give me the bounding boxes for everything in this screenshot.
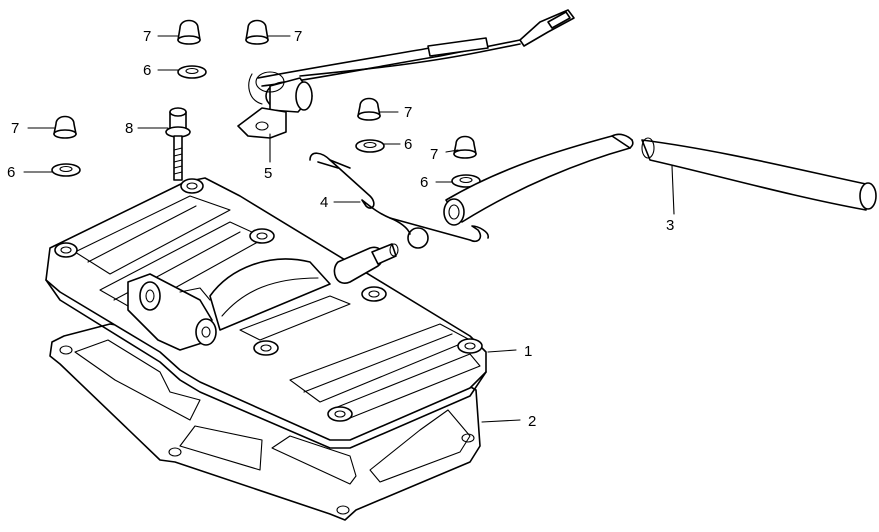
cap-nut-3 [53,115,77,139]
washer-1 [177,65,207,79]
callout-nut-5: 7 [430,146,438,163]
cap-nut-5 [453,135,477,159]
callout-labels: 7 7 6 7 8 6 5 7 6 7 6 4 3 1 2 [7,28,674,430]
leader-lines [23,35,675,423]
callout-bolt: 8 [125,120,133,137]
callout-washer-2: 6 [7,164,15,181]
washer-2 [51,163,81,177]
callout-hose: 3 [666,217,674,234]
cap-nut-2 [245,19,269,45]
hose [443,133,877,226]
cap-nut-1 [177,19,201,45]
sensor [237,9,575,139]
callout-nut-4: 7 [404,104,412,121]
callout-washer-1: 6 [143,62,151,79]
washer-3 [355,139,385,153]
washer-4 [451,174,481,188]
callout-nut-1: 7 [143,28,151,45]
bolt [165,107,191,181]
cap-nut-4 [357,97,381,121]
callout-nut-2: 7 [294,28,302,45]
callout-gasket: 2 [528,413,536,430]
cover [45,177,487,449]
wire-clip [309,152,489,249]
callout-wire-clip: 4 [320,194,328,211]
callout-nut-3: 7 [11,120,19,137]
callout-washer-3: 6 [404,136,412,153]
callout-washer-4: 6 [420,174,428,191]
callout-cover: 1 [524,343,532,360]
callout-sensor: 5 [264,165,272,182]
